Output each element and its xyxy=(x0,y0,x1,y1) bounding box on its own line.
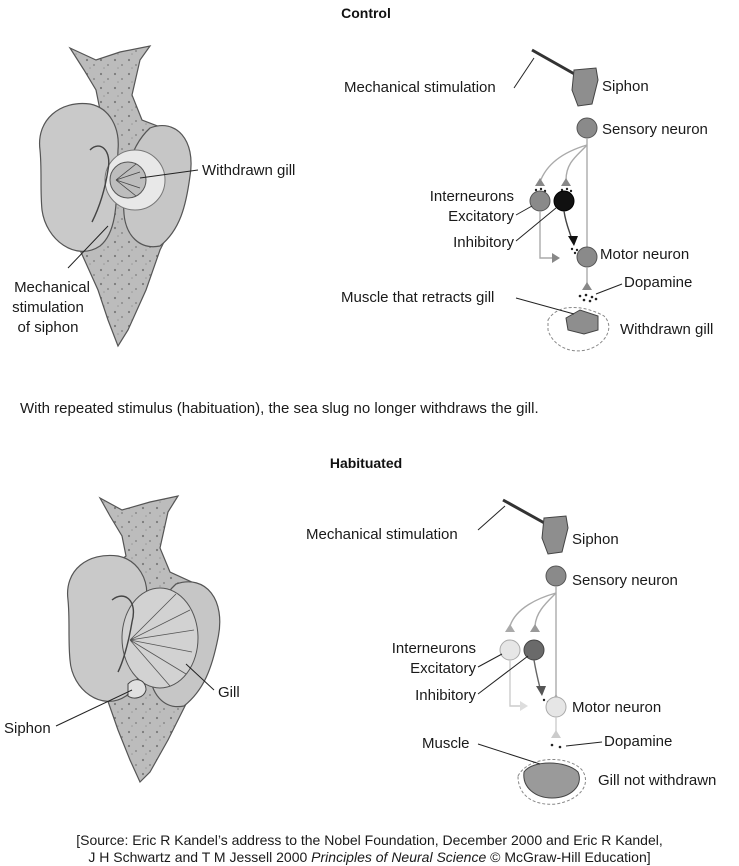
leader-withdrawn-gill xyxy=(139,169,199,179)
terminal-excitatory xyxy=(535,178,545,186)
c-label-gill: Withdrawn gill xyxy=(620,321,713,338)
probe-icon-2 xyxy=(502,498,549,527)
siphon-icon-2 xyxy=(541,515,569,555)
leader-gill xyxy=(185,663,215,691)
c-label-interneurons: Interneurons xyxy=(430,188,514,205)
h-label-interneurons: Interneurons xyxy=(392,640,476,657)
sea-slug-habituated xyxy=(67,495,221,784)
habituated-title: Habituated xyxy=(330,455,402,471)
middle-description: With repeated stimulus (habituation), th… xyxy=(20,400,539,417)
label-withdrawn-gill: Withdrawn gill xyxy=(202,162,295,179)
withdrawn-gill-icon xyxy=(565,309,599,335)
circuit-control xyxy=(529,48,610,352)
sea-slug-control xyxy=(39,45,192,348)
h-label-dopamine: Dopamine xyxy=(604,733,672,750)
control-title: Control xyxy=(341,5,391,21)
sensory-neuron-icon xyxy=(576,117,598,139)
source-line-2: J H Schwartz and T M Jessell 2000 Princi… xyxy=(0,849,739,865)
gill-icon-2 xyxy=(523,762,580,799)
c-label-sensory-neuron: Sensory neuron xyxy=(602,121,708,138)
source-line-1: [Source: Eric R Kandel’s address to the … xyxy=(76,832,663,848)
h-label-gill: Gill not withdrawn xyxy=(598,772,716,789)
c-label-motor-neuron: Motor neuron xyxy=(600,246,689,263)
h-label-excitatory: Excitatory xyxy=(410,660,476,677)
label-gill: Gill xyxy=(218,684,240,701)
c-label-dopamine: Dopamine xyxy=(624,274,692,291)
leader-siphon xyxy=(55,689,133,727)
source-book-title: Principles of Neural Science xyxy=(311,849,487,865)
source-line-2-post: © McGraw-Hill Education] xyxy=(486,849,651,865)
h-label-sensory-neuron: Sensory neuron xyxy=(572,572,678,589)
siphon-icon xyxy=(571,67,599,107)
motor-neuron-icon xyxy=(576,246,598,268)
label-siphon: Siphon xyxy=(4,720,51,737)
motor-neuron-icon-2 xyxy=(545,696,567,718)
label-mech-stim-2: stimulation xyxy=(12,299,84,316)
c-label-inhibitory: Inhibitory xyxy=(453,234,514,251)
source-line-2-pre: J H Schwartz and T M Jessell 2000 xyxy=(88,849,312,865)
h-label-mech-stim: Mechanical stimulation xyxy=(306,526,458,543)
label-mech-stim-1: Mechanical xyxy=(14,279,90,296)
c-label-siphon: Siphon xyxy=(602,78,649,95)
c-label-mech-stim: Mechanical stimulation xyxy=(344,79,496,96)
h-label-siphon: Siphon xyxy=(572,531,619,548)
label-mech-stim-3: of siphon xyxy=(18,319,79,336)
excitatory-interneuron-icon xyxy=(529,190,551,212)
h-label-inhibitory: Inhibitory xyxy=(415,687,476,704)
c-label-muscle: Muscle that retracts gill xyxy=(341,289,494,306)
inhibitory-interneuron-icon xyxy=(553,190,575,212)
sensory-neuron-icon-2 xyxy=(545,565,567,587)
terminal-inhibitory xyxy=(561,178,571,186)
c-label-excitatory: Excitatory xyxy=(448,208,514,225)
h-label-muscle: Muscle xyxy=(422,735,470,752)
excitatory-interneuron-icon-2 xyxy=(499,639,521,661)
probe-icon xyxy=(531,48,579,78)
circuit-habituated xyxy=(499,498,587,805)
h-label-motor-neuron: Motor neuron xyxy=(572,699,661,716)
leader-mech-stim xyxy=(67,225,109,269)
